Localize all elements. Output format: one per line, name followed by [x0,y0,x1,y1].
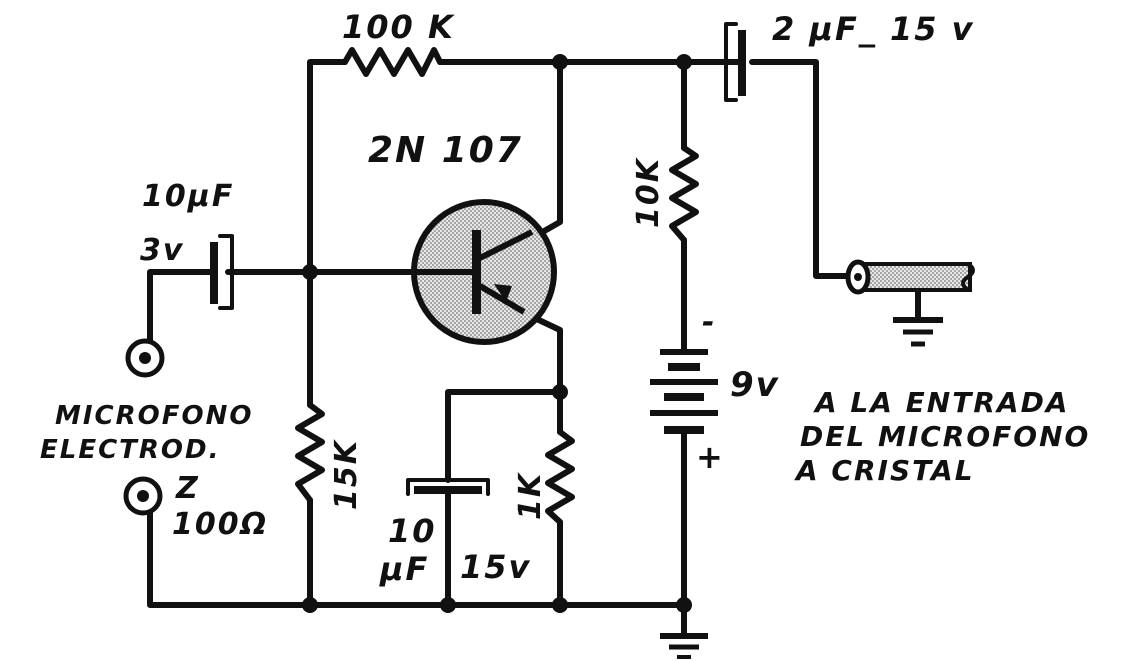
resistor-1k [545,429,575,525]
label-impedance-line2: 100Ω [172,507,268,542]
wire-top-left [307,59,348,301]
capacitor-emitter [406,478,490,496]
junction-base [302,264,318,280]
junction-bottom-1k [552,597,568,613]
resistor-100k [342,47,443,77]
label-mic-line1: MICROFONO [55,401,253,431]
ground-symbol-main [660,633,708,659]
label-battery-plus: + [696,438,725,476]
label-c-in-value: 10μF [142,179,234,214]
label-battery-voltage: 9v [730,365,780,405]
wires [147,59,921,639]
junction-bottom-right [676,597,692,613]
label-r-feedback: 100 K [342,8,455,46]
junction-top-10k [676,54,692,70]
junctions [302,54,692,613]
emitter-arrow [494,284,512,302]
label-output-line1: A LA ENTRADA [813,386,1069,419]
junction-bottom-15k [302,597,318,613]
resistor-10k [669,145,699,243]
junction-bottom-cap [440,597,456,613]
wire-collector [529,59,563,241]
label-r-collector: 10K [631,156,666,228]
junction-emitter [552,384,568,400]
label-c-in-voltage: 3v [140,233,184,268]
label-r-emitter: 1K [513,471,548,520]
capacitor-input [210,234,234,310]
label-c-emitter-voltage: 15v [460,548,531,586]
wire-output [749,59,851,279]
junction-top-collector [552,54,568,70]
label-c-emitter-unit: μF [379,550,429,588]
coax-cable [845,259,975,295]
transistor-2n107 [411,199,557,345]
label-output-line2: DEL MICROFONO [800,420,1090,453]
wire-cin-left [147,269,213,343]
label-battery-minus: - [702,305,716,340]
battery [650,349,718,434]
resistor-15k [295,402,325,503]
label-output-line3: A CRISTAL [794,454,975,487]
label-r-base: 15K [329,438,364,510]
label-c-emitter-value: 10 [388,512,437,550]
mic-terminal-top [125,338,165,378]
capacitor-output [724,22,746,102]
wire-bottom [147,507,687,608]
label-c-out: 2 μF_ 15 v [772,10,974,48]
label-impedance-line1: Z [175,471,200,506]
ground-symbol-coax [893,317,943,347]
label-transistor: 2N 107 [368,130,523,171]
mic-terminal-bottom [123,476,163,516]
wire-emitter-cap [445,389,563,483]
label-mic-line2: ELECTROD. [40,435,221,465]
